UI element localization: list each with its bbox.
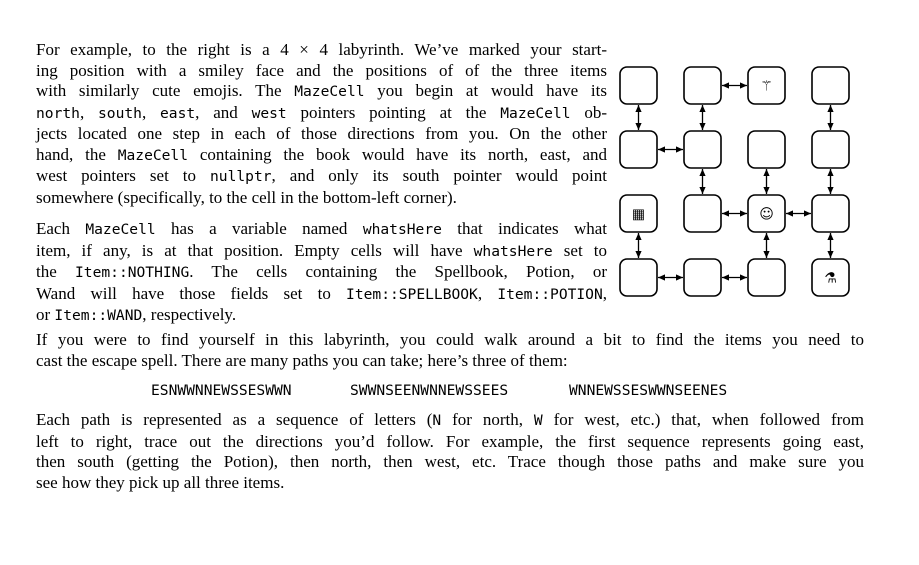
maze-cell	[747, 194, 786, 233]
potion-icon: ⚗	[824, 271, 837, 287]
spellbook-icon: ▦	[632, 207, 645, 223]
maze-cell	[811, 66, 850, 105]
text-line: cast the escape spell. There are many pa…	[36, 350, 568, 370]
text-line: Each path is represented as a sequence o…	[36, 410, 865, 429]
text-line: see how they pick up all three items.	[36, 472, 285, 492]
text-line: with similarly cute emojis. The MazeCell…	[36, 81, 607, 100]
text-line: jects located one step in each of those …	[36, 124, 607, 143]
maze-cell	[619, 258, 658, 297]
text-line: For example, to the right is a 4 × 4 lab…	[36, 40, 607, 59]
maze-cell	[747, 258, 786, 297]
text-line: hand, the MazeCell containing the book w…	[36, 144, 607, 164]
maze-cell	[619, 130, 658, 169]
maze-cell	[683, 130, 722, 169]
text-line: west pointers set to nullptr, and only i…	[36, 166, 607, 185]
maze-cell	[747, 130, 786, 169]
paragraph-escape-paths: If you were to find yourself in this lab…	[36, 330, 864, 371]
maze-cell	[811, 194, 850, 233]
text-line: or Item::WAND, respectively.	[36, 305, 237, 324]
text-line: left to right, trace out the directions …	[36, 431, 864, 451]
maze-cell	[683, 194, 722, 233]
paragraph-whats-here: Each MazeCell has a variable named whats…	[36, 219, 607, 327]
text-line: item, if any, is at that position. Empty…	[36, 240, 607, 260]
maze-cell	[683, 258, 722, 297]
maze-cell	[811, 130, 850, 169]
example-paths: ESNWWNNEWSSESWWN SWWNSEENWNNEWSSEES WNNE…	[0, 382, 919, 404]
paragraph-maze-intro: For example, to the right is a 4 × 4 lab…	[36, 40, 607, 208]
wand-icon: ⚚	[760, 79, 773, 95]
maze-cell	[619, 66, 658, 105]
path-sequence: ESNWWNNEWSSESWWN	[151, 382, 292, 399]
paragraph-path-explanation: Each path is represented as a sequence o…	[36, 410, 864, 493]
text-line: Wand will have those fields set to Item:…	[36, 283, 607, 303]
path-sequence: WNNEWSSESWWNSEENES	[569, 382, 728, 399]
maze-cell	[747, 66, 786, 105]
direction-letter: W	[533, 412, 543, 429]
maze-cell	[811, 258, 850, 297]
text-line: somewhere (specifically, to the cell in …	[36, 187, 457, 207]
text-line: Each MazeCell has a variable named whats…	[36, 219, 608, 238]
text-line: then south (getting the Potion), then no…	[36, 452, 864, 471]
text-line: ing position with a smiley face and the …	[36, 60, 607, 80]
direction-letter: N	[432, 412, 442, 429]
text-line: the Item::NOTHING. The cells containing …	[36, 262, 607, 281]
text-line: north, south, east, and west pointers po…	[36, 102, 608, 122]
maze-cell	[683, 66, 722, 105]
path-sequence: SWWNSEENWNNEWSSEES	[350, 382, 509, 399]
labyrinth-diagram: ⚚ ▦ ☺ ⚗	[619, 66, 850, 297]
maze-cell	[619, 194, 658, 233]
smiley-icon: ☺	[759, 207, 774, 223]
text-line: If you were to find yourself in this lab…	[36, 330, 864, 349]
